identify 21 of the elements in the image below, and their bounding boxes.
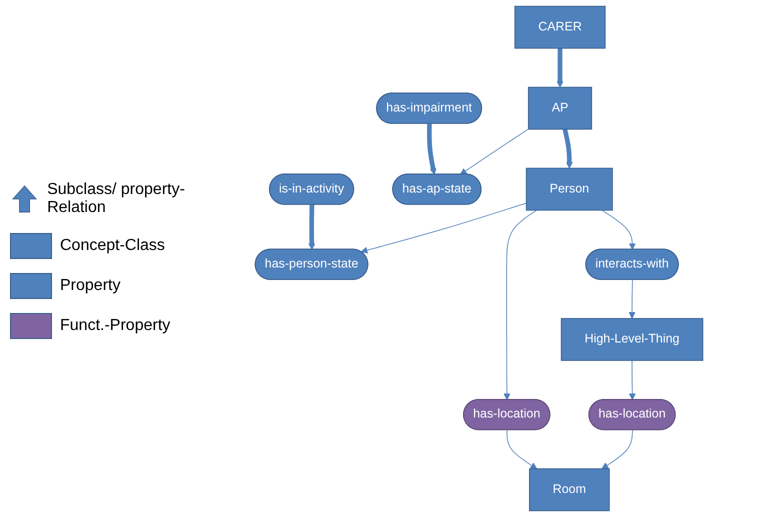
arrow bbox=[504, 210, 538, 400]
arrow bbox=[506, 430, 538, 470]
node-box: AP bbox=[528, 86, 592, 130]
legend-text: Property bbox=[60, 276, 120, 294]
arrow bbox=[602, 210, 636, 250]
arrow bbox=[556, 48, 564, 88]
arrow bbox=[308, 204, 316, 250]
arrow bbox=[628, 360, 636, 400]
legend-text: Subclass/ property-Relation bbox=[47, 180, 186, 216]
legend-text: Concept-Class bbox=[60, 236, 165, 254]
arrow bbox=[602, 430, 633, 470]
legend-text: Funct.-Property bbox=[60, 316, 170, 334]
node-box: Room bbox=[529, 468, 610, 512]
arrow bbox=[562, 128, 573, 168]
node-box: Person bbox=[526, 168, 613, 211]
arrow bbox=[360, 202, 527, 254]
node-box: CARER bbox=[514, 6, 606, 49]
node-box: High-Level-Thing bbox=[560, 318, 704, 361]
arrow bbox=[427, 124, 436, 175]
arrow bbox=[460, 128, 529, 175]
arrow bbox=[628, 280, 636, 319]
